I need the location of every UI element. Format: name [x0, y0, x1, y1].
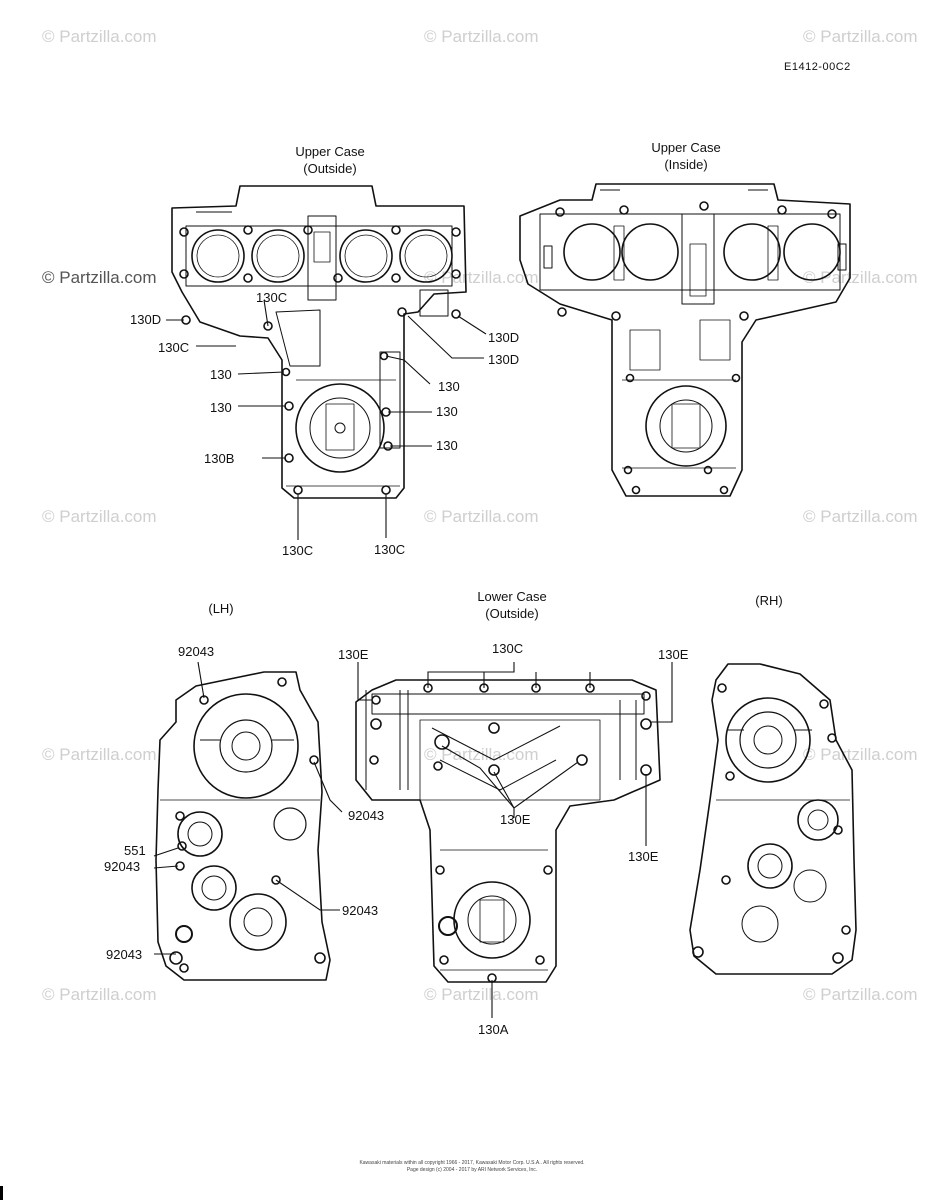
watermark-mid-left: © Partzilla.com [42, 268, 157, 287]
callout-130E: 130E [628, 849, 659, 864]
left-hand-case-drawing [155, 671, 331, 981]
callout-130C: 130C [158, 340, 190, 355]
callout-92043: 92043 [178, 644, 215, 659]
callout-130E: 130E [500, 812, 531, 827]
lower-case-outside-title-line1: Lower Case [477, 589, 547, 604]
watermark-row5-center: © Partzilla.com [424, 985, 539, 1004]
callout-130D: 130D [488, 352, 520, 367]
watermark-row5-right: © Partzilla.com [803, 985, 918, 1004]
callout-130: 130 [210, 367, 232, 382]
watermark-top-right: © Partzilla.com [803, 27, 918, 46]
watermark-top-left: © Partzilla.com [42, 27, 157, 46]
watermark-row3-center: © Partzilla.com [424, 507, 539, 526]
callout-130E: 130E [658, 647, 689, 662]
lower-case-outside-drawing [355, 679, 661, 983]
upper-case-outside-title: Upper Case (Outside) [270, 143, 390, 177]
callout-130D: 130D [130, 312, 162, 327]
watermark-row4-center: © Partzilla.com [424, 745, 539, 764]
leader-lines [153, 299, 673, 1018]
callout-130D: 130D [488, 330, 520, 345]
watermark-row4-left: © Partzilla.com [42, 745, 157, 764]
upper-case-outside-title-line2: (Outside) [303, 161, 357, 176]
callout-130C: 130C [492, 641, 524, 656]
watermark-row5-left: © Partzilla.com [42, 985, 157, 1004]
callout-551: 551 [124, 843, 146, 858]
callout-130E: 130E [338, 647, 369, 662]
callout-92043: 92043 [106, 947, 143, 962]
callout-130: 130 [438, 379, 460, 394]
copyright-line2: Page design (c) 2004 - 2017 by ARI Netwo… [406, 1167, 538, 1173]
copyright-footer: Kawasaki materials within all copyright … [300, 1160, 644, 1174]
upper-case-inside-title-line2: (Inside) [664, 157, 708, 172]
callout-130C: 130C [256, 290, 288, 305]
callout-92043: 92043 [104, 859, 141, 874]
upper-case-outside-title-line1: Upper Case [295, 144, 365, 159]
callout-130C: 130C [374, 542, 406, 557]
rh-view-title: (RH) [755, 593, 783, 608]
callout-130B: 130B [204, 451, 235, 466]
callout-130: 130 [436, 438, 458, 453]
edge-marker [0, 1186, 3, 1200]
callout-130C: 130C [282, 543, 314, 558]
callout-130: 130 [210, 400, 232, 415]
callout-92043: 92043 [348, 808, 385, 823]
upper-case-inside-drawing [519, 183, 851, 497]
lower-case-outside-title: Lower Case (Outside) [452, 588, 572, 622]
lh-view-title: (LH) [208, 601, 234, 616]
upper-case-inside-title-line1: Upper Case [651, 140, 721, 155]
upper-case-inside-title: Upper Case (Inside) [626, 139, 746, 173]
callout-130: 130 [436, 404, 458, 419]
watermark-row4-right: © Partzilla.com [803, 745, 918, 764]
callout-130A: 130A [478, 1022, 509, 1037]
watermark-row3-left: © Partzilla.com [42, 507, 157, 526]
right-hand-case-drawing [689, 663, 857, 975]
upper-case-outside-drawing [171, 185, 467, 499]
callout-92043: 92043 [342, 903, 379, 918]
lower-case-outside-title-line2: (Outside) [485, 606, 539, 621]
diagram-code: E1412-00C2 [784, 61, 851, 73]
watermark-row3-right: © Partzilla.com [803, 507, 918, 526]
watermark-top-center: © Partzilla.com [424, 27, 539, 46]
copyright-line1: Kawasaki materials within all copyright … [359, 1160, 585, 1166]
